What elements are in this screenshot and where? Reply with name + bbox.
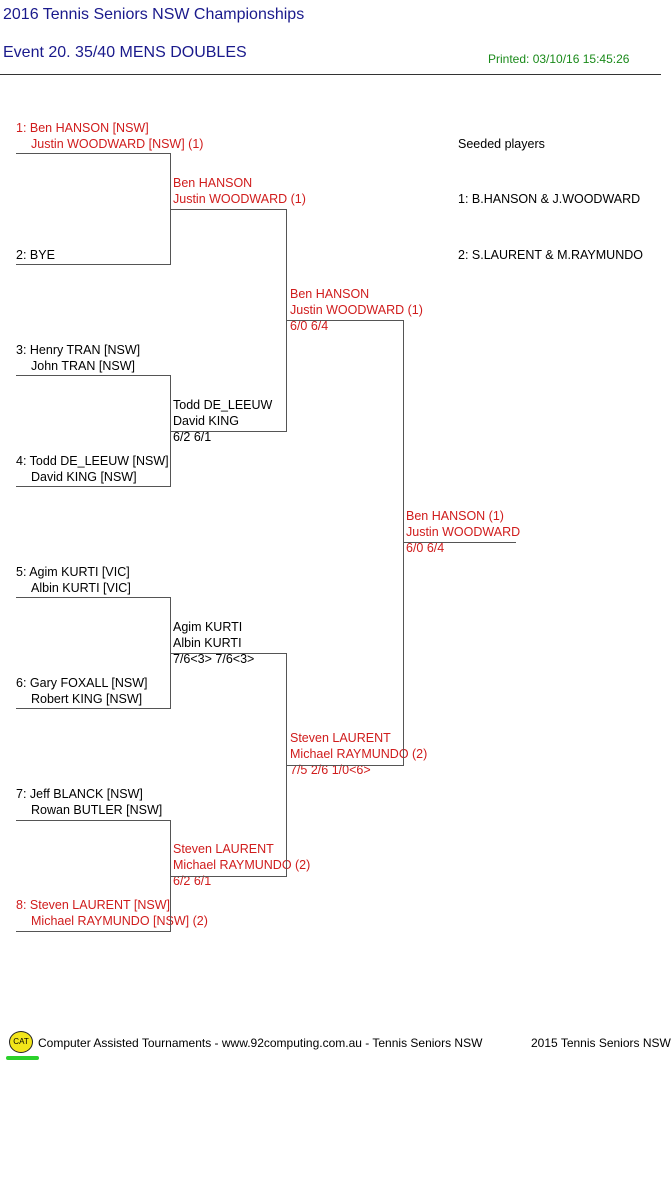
draw-2-line1: 2: BYE [16,248,55,262]
draw-4-line1: 4: Todd DE_LEEUW [NSW] [16,454,169,468]
draw-3-line1: 3: Henry TRAN [NSW] [16,343,141,357]
printed-timestamp: Printed: 03/10/16 15:45:26 [488,52,630,66]
final-line [403,542,516,543]
r2-line-4 [170,876,287,877]
draw-6-line2: Robert KING [NSW] [31,692,143,706]
seed-2: 2: S.LAURENT & M.RAYMUNDO [458,248,643,262]
sf-line-2 [286,765,404,766]
draw-5-line2: Albin KURTI [VIC] [31,581,131,595]
seed-1: 1: B.HANSON & J.WOODWARD [458,192,641,206]
draw-1-line1: 1: Ben HANSON [NSW] [16,121,149,135]
draw-6-line1: 6: Gary FOXALL [NSW] [16,676,148,690]
sf-1-line1: Ben HANSON [290,287,370,301]
r2-4-line1: Steven LAURENT [173,842,274,856]
footer-text: Computer Assisted Tournaments - www.92co… [38,1036,483,1050]
cat-logo-underline [6,1056,39,1060]
r2-3-line2: Albin KURTI [173,636,242,650]
draw-7-line1: 7: Jeff BLANCK [NSW] [16,787,143,801]
r2-1-line1: Ben HANSON [173,176,253,190]
r1-line-5 [16,597,171,598]
sf-1-line2: Justin WOODWARD (1) [290,303,423,317]
r2-2-line1: Todd DE_LEEUW [173,398,273,412]
draw-7-line2: Rowan BUTLER [NSW] [31,803,163,817]
sf-2-score: 7/5 2/6 1/0<6> [290,763,371,777]
r2-line-1 [170,209,287,210]
final-line2: Justin WOODWARD [406,525,521,539]
r2-line-3 [170,653,287,654]
sf-line-1 [286,320,404,321]
draw-8-line1: 8: Steven LAURENT [NSW] [16,898,170,912]
sf-1-score: 6/0 6/4 [290,319,329,333]
final-line1: Ben HANSON (1) [406,509,504,523]
r2-4-score: 6/2 6/1 [173,874,212,888]
r2-4-line2: Michael RAYMUNDO (2) [173,858,311,872]
r2-2-line2: David KING [173,414,239,428]
sf-2-line2: Michael RAYMUNDO (2) [290,747,428,761]
footer-copyright: 2015 Tennis Seniors NSW [531,1036,671,1050]
r2-3-line1: Agim KURTI [173,620,243,634]
draw-8-line2: Michael RAYMUNDO [NSW] (2) [31,914,208,928]
draw-1-line2: Justin WOODWARD [NSW] (1) [31,137,204,151]
r2-1-line2: Justin WOODWARD (1) [173,192,306,206]
r2-line-2 [170,431,287,432]
r1-line-3 [16,375,171,376]
sf-connector [403,320,404,766]
draw-4-line2: David KING [NSW] [31,470,137,484]
r1-line-6 [16,708,171,709]
r1-line-2 [16,264,171,265]
draw-3-line2: John TRAN [NSW] [31,359,135,373]
tournament-title: 2016 Tennis Seniors NSW Championships [3,6,305,23]
r1-line-7 [16,820,171,821]
cat-logo: CAT [9,1031,33,1053]
header-divider [0,74,661,75]
r2-2-score: 6/2 6/1 [173,430,212,444]
sf-2-line1: Steven LAURENT [290,731,391,745]
final-score: 6/0 6/4 [406,541,445,555]
r1-line-4 [16,486,171,487]
seeded-title: Seeded players [458,137,545,151]
event-title: Event 20. 35/40 MENS DOUBLES [3,44,247,61]
r1-line-1 [16,153,171,154]
r1-line-8 [16,931,171,932]
r2-3-score: 7/6<3> 7/6<3> [173,652,255,666]
draw-5-line1: 5: Agim KURTI [VIC] [16,565,130,579]
